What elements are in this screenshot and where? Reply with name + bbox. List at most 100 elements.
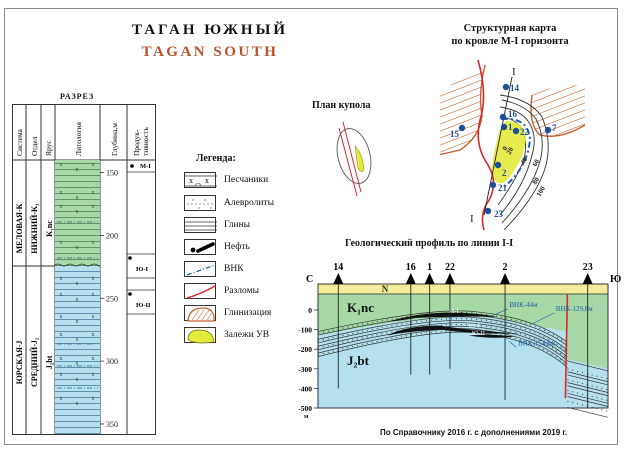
well-triangle-icon: [405, 273, 416, 284]
structure-map-title-line2: по кровле М-I горизонта: [451, 36, 569, 47]
column-header-0: Система: [15, 128, 24, 156]
section-line: [483, 76, 513, 216]
owc-label: ВНК-44м: [509, 301, 538, 309]
dome-outline: [336, 128, 372, 184]
map-well-14: [502, 83, 510, 91]
profile-south-label: Ю: [610, 274, 621, 285]
map-fault: [477, 59, 495, 230]
profile-y-tick: -400: [298, 384, 312, 393]
map-well-label: 15: [450, 129, 460, 139]
column-title: РАЗРЕЗ: [60, 92, 95, 101]
depth-tick-label: 250: [106, 294, 118, 303]
section-line-label-top: I: [512, 66, 516, 78]
map-well-label: 21: [498, 183, 508, 193]
contour-label: 0: [501, 145, 510, 152]
map-well-label: 23: [494, 209, 504, 219]
productivity-label: Ю-I: [136, 266, 148, 273]
column-header-4: Глубина,м: [110, 123, 119, 156]
profile-y-tick: -500: [298, 404, 312, 413]
sandstone-mark: x: [76, 167, 79, 173]
dome-plan: [336, 121, 372, 197]
sandstone-mark: x: [92, 276, 95, 282]
legend-item-owc: ВНК: [184, 259, 244, 279]
profile-fault: [564, 293, 569, 399]
title-english: TAGAN SOUTH: [141, 44, 279, 60]
sandstone-mark: x: [76, 361, 79, 367]
profile-y-tick: 0: [308, 306, 312, 315]
series-label: СРЕДНИЙ-J₂: [30, 337, 39, 387]
sandstone-mark: x: [76, 195, 79, 201]
owc-icon: [184, 261, 216, 277]
sandstone-mark: x: [60, 314, 63, 320]
sandstone-mark: x: [92, 292, 95, 298]
layer-label-j2bt: J₂bt: [347, 353, 370, 368]
map-well-21: [489, 181, 497, 189]
deposit-label: М-I: [449, 308, 459, 315]
deposit-label: Ю-II: [472, 330, 485, 337]
layer-label-n: N: [382, 284, 389, 294]
legend-item-siltstone: Алевролиты: [184, 193, 274, 213]
owc-label: ВНК-129,8м: [556, 305, 593, 313]
sand-band-top: [317, 322, 568, 358]
profile-y-tick: -100: [298, 326, 312, 335]
profile-y-tick: -300: [298, 365, 312, 374]
dome-plan-title: План купола: [312, 100, 371, 111]
credit-note: По Справочнику 2016 г. с дополнениями 20…: [380, 428, 568, 437]
column-header-3: Литология: [74, 121, 83, 156]
map-well-23: [484, 207, 492, 215]
layer-label-k1nc: K₁nc: [347, 300, 374, 315]
sandstone-mark: x: [76, 209, 79, 215]
fault-icon: [184, 283, 216, 299]
k1nc-layer: [318, 294, 608, 342]
profile-well-label: 16: [406, 262, 416, 273]
profile-well-label: 14: [333, 262, 343, 273]
sandstone-mark: x: [60, 396, 63, 402]
sandstone-mark: x: [60, 372, 63, 378]
map-well-2: [494, 161, 502, 169]
sand-band-top: [317, 328, 568, 365]
legend-label: Песчаники: [224, 175, 269, 185]
profile-y-unit: м: [304, 413, 309, 420]
dome-fault-2: [338, 127, 358, 197]
sandstone-mark: x: [60, 204, 63, 210]
profile-well-label: 2: [503, 262, 508, 273]
profile-well-label: 23: [583, 262, 593, 273]
sand-band-bottom: [317, 331, 568, 368]
sandstone-mark: x: [92, 332, 95, 338]
sandstone-mark: x: [92, 204, 95, 210]
productivity-dot: [130, 164, 134, 168]
profile-well-label: 22: [445, 262, 455, 273]
sandstone-mark: x: [76, 401, 79, 407]
column-header-5: Продук-: [132, 129, 141, 156]
legend-item-deposit: Залежи УВ: [184, 325, 269, 345]
depth-tick-label: 350: [106, 420, 118, 429]
sandstone-mark: x: [60, 356, 63, 362]
legend-label: Глины: [224, 220, 251, 230]
sand-band-top: [317, 310, 568, 343]
map-well-7: [544, 126, 552, 134]
sandstone-mark: x: [92, 372, 95, 378]
sandstone-mark: x: [60, 276, 63, 282]
legend-label: Залежи УВ: [224, 330, 270, 340]
sandstone-mark: x: [92, 162, 95, 168]
legend-item-fault: Разломы: [184, 281, 259, 301]
contour-label: 80: [531, 176, 542, 186]
depth-tick-label: 200: [106, 231, 118, 240]
productivity-label: М-I: [140, 163, 151, 170]
legend-label: Глинизация: [224, 308, 272, 318]
legend-label: Разломы: [224, 286, 259, 296]
sandstone-mark: x: [60, 162, 63, 168]
svg-text:x: x: [189, 176, 193, 185]
profile-y-tick: -200: [298, 345, 312, 354]
sandstone-mark: x: [60, 240, 63, 246]
productivity-dot: [128, 292, 132, 296]
deposit-label: Ю-I: [469, 323, 480, 330]
sandstone-mark: x: [60, 190, 63, 196]
sandstone-mark: x: [76, 245, 79, 251]
profile-well-label: 1: [427, 262, 432, 273]
map-well-label: 1: [508, 122, 513, 132]
map-well-15: [458, 124, 466, 132]
